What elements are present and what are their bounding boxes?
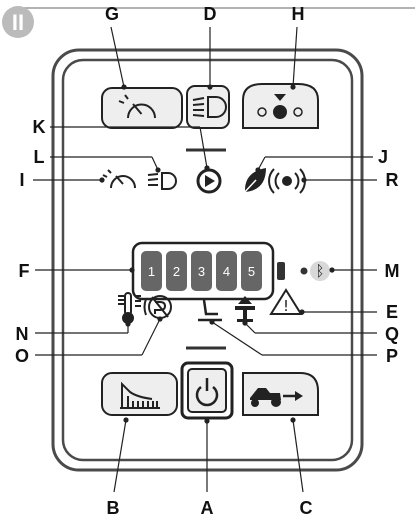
leader-G [110,26,125,88]
callout-G: G [105,4,119,24]
headlight-indicator-icon [147,172,177,190]
mowing-height-button[interactable] [242,83,319,129]
callout-M: M [385,261,400,281]
temperature-indicator-icon [118,292,141,324]
speedometer-button-icon [118,94,156,119]
callout-C: C [300,498,313,518]
warning-glyph: ! [283,297,289,315]
callout-I: I [19,170,24,190]
warning-indicator-icon: ! [269,288,303,315]
speedometer-button[interactable] [101,87,183,129]
battery-segments: 1 2 3 4 5 [141,251,262,291]
callout-E: E [386,302,398,322]
callout-A: A [201,498,214,518]
battery-segment: 4 [216,251,237,291]
headlight-button-icon [192,96,227,118]
battery-segment-bar [166,251,187,291]
callout-L: L [34,147,45,167]
battery-segment-label: 4 [223,264,230,279]
callout-B: B [107,498,120,518]
callout-O: O [15,346,29,366]
grass-collector-button-icon [120,381,160,409]
leader-B [113,419,127,493]
battery-segment-bar [216,251,237,291]
leader-C [292,419,304,493]
headlight-button[interactable] [186,85,230,129]
mower-reverse-button[interactable] [242,372,319,416]
step-number: II [12,10,24,35]
power-button[interactable] [180,361,234,420]
battery-segment-bar [241,251,262,291]
callout-F: F [19,261,30,281]
battery-segment: 1 [141,251,162,291]
callout-R: R [386,170,399,190]
battery-segment-label: 1 [148,264,155,279]
callout-labels: G D H K L J I R F M E N Q O P B A C [15,4,400,518]
grass-collector-button[interactable] [101,372,178,416]
leader-H [292,26,298,88]
battery-segment: 3 [191,251,212,291]
battery-segment-label: 3 [198,264,205,279]
battery-segment-label: 2 [173,264,180,279]
eco-leaf-indicator-icon [241,168,266,196]
mowing-height-button-icon [257,94,303,119]
battery-segment-bar [141,251,162,291]
battery-segment-label: 5 [248,264,255,279]
callout-N: N [16,324,29,344]
no-reverse-indicator-icon [143,295,172,319]
step-badge [2,6,34,38]
callout-Q: Q [385,324,399,344]
callout-J: J [378,147,388,167]
battery-segment: 5 [241,251,262,291]
play-indicator-icon [196,168,222,194]
bluetooth-indicator-icon: ᛒ [310,261,330,281]
speed-indicator-icon [102,169,136,189]
power-button-icon [195,378,219,407]
callout-H: H [292,4,305,24]
seat-indicator-icon [198,299,222,322]
bluetooth-dot [300,267,308,275]
leader-lines [33,26,377,493]
callout-D: D [204,4,217,24]
callout-P: P [386,346,398,366]
battery-segment-bar [191,251,212,291]
callout-K: K [33,117,46,137]
mower-reverse-button-icon [250,388,303,407]
bluetooth-glyph: ᛒ [315,262,324,280]
battery-segment: 2 [166,251,187,291]
